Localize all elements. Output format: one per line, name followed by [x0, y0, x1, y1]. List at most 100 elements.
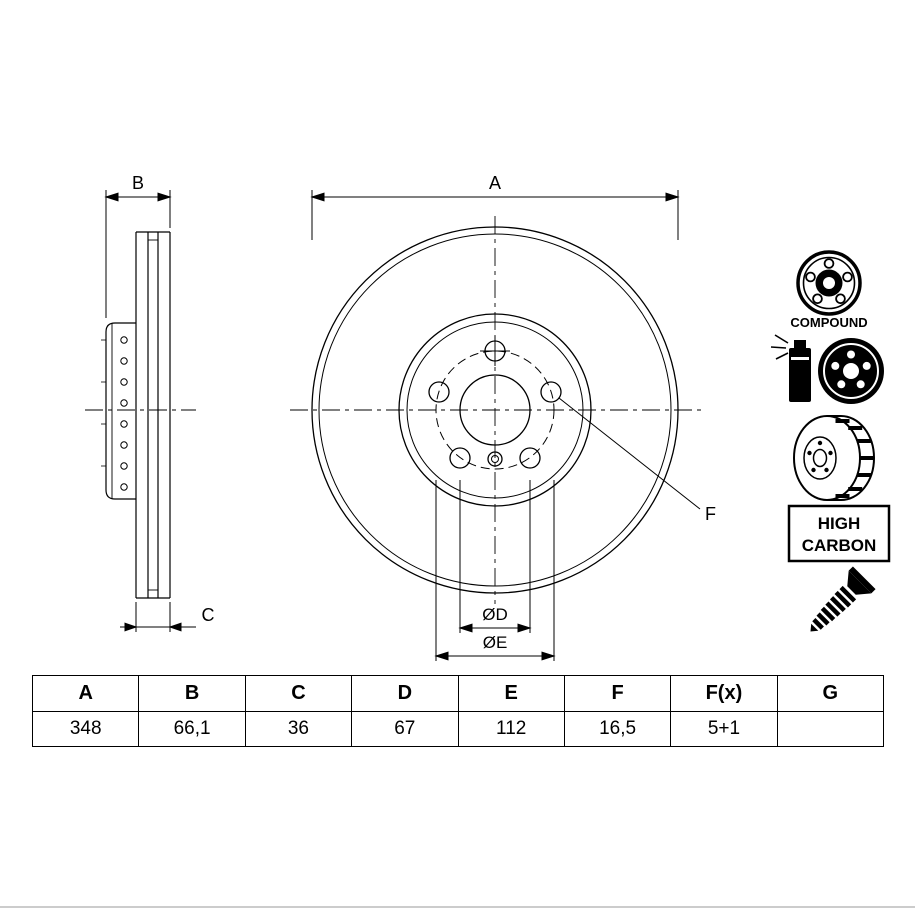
dim-f-leader-line [558, 397, 701, 510]
disc-outer-circle [311, 226, 679, 594]
center-bore-circle [459, 374, 531, 446]
screw-thread [829, 596, 846, 613]
screw-head-cone [847, 570, 872, 595]
dimension-d: ØD [458, 480, 532, 633]
hat-outer-circle [398, 313, 592, 507]
coated-disc-ring [823, 343, 879, 399]
screw-tip [810, 623, 819, 632]
dim-d-arrow-left [458, 623, 473, 633]
countersunk-screw-icon [810, 566, 876, 632]
dim-c-label: C [202, 605, 215, 625]
screw-thread [839, 585, 857, 603]
dim-f-label: F [705, 504, 716, 524]
dim-a-arrow-right [665, 192, 680, 202]
spray-can-nozzle [794, 340, 806, 349]
coated-disc-hole [831, 361, 840, 370]
hat-bolt-hole [120, 357, 128, 365]
bolt-hole-lower-right [519, 447, 541, 469]
bolt-hole-upper-right [540, 381, 562, 403]
header-d: D [351, 675, 459, 712]
coated-disc-hole [862, 361, 871, 370]
value-c: 36 [244, 711, 353, 747]
hat-bolt-hole [120, 483, 128, 491]
value-fx: 5+1 [670, 711, 778, 747]
header-c: C [244, 675, 353, 712]
screw-thread [825, 601, 841, 617]
screw-thread [820, 606, 836, 622]
dimension-e: ØE [434, 480, 556, 661]
hat-bolt-hole [120, 378, 128, 386]
compound-bolt-hole [805, 271, 816, 283]
compound-inner-ring [802, 256, 856, 310]
dim-d-arrow-right [517, 623, 532, 633]
compound-bolt-hole [842, 271, 853, 283]
header-b: B [138, 675, 246, 712]
screw-thread [812, 618, 824, 630]
hat-bolt-hole [120, 399, 128, 407]
dim-a-label: A [489, 173, 501, 193]
spray-can-band [791, 357, 809, 360]
value-f: 16,5 [563, 711, 672, 747]
dimension-table-header-row: A B C D E F F(x) G [31, 675, 885, 712]
compound-hub-bore [823, 277, 835, 289]
header-fx: F(x) [670, 675, 778, 712]
value-g [776, 711, 885, 747]
bolt-circle-dashed [435, 350, 555, 470]
hat-bolt-hole [120, 462, 128, 470]
hat-inner-circle [406, 321, 584, 499]
dimension-b: B [104, 173, 172, 318]
centerlines [85, 216, 702, 604]
vented-disc-bore [812, 448, 828, 468]
coating-spray-icon [770, 334, 884, 404]
coated-disc-hole [856, 380, 865, 389]
spray-lines [770, 334, 789, 360]
dimension-c: C [120, 602, 215, 632]
locating-hole-inner [491, 455, 499, 463]
front-view [311, 226, 679, 594]
header-a: A [31, 675, 140, 712]
compound-outer-ring [796, 250, 862, 316]
vented-disc-icon [793, 415, 875, 501]
compound-bolt-hole [812, 293, 823, 305]
dim-d-label: ØD [482, 605, 508, 624]
high-carbon-text-1: HIGH [818, 514, 861, 533]
vented-disc-bolt-dots [807, 440, 833, 473]
spray-can-body [789, 348, 811, 402]
hat-bolt-hole [120, 336, 128, 344]
page-bottom-divider [0, 906, 915, 908]
screw-thread [834, 590, 852, 608]
dimension-a: A [310, 173, 680, 240]
compound-label: COMPOUND [790, 315, 867, 330]
dim-c-arrow-right [168, 622, 182, 632]
side-view [101, 231, 171, 599]
bolt-hole-lower-left [449, 447, 471, 469]
compound-bolt-hole [835, 293, 846, 305]
dim-b-arrow-right [157, 192, 172, 202]
dim-e-arrow-left [434, 651, 449, 661]
hat-profile [105, 322, 136, 500]
screw-head-top [848, 566, 876, 594]
high-carbon-frame [787, 504, 891, 563]
bolt-hole-upper-left [428, 381, 450, 403]
dimension-table-value-row: 348 66,1 36 67 112 16,5 5+1 [31, 711, 885, 747]
dimension-f: F [558, 397, 716, 524]
high-carbon-badge: HIGH CARBON [787, 504, 891, 563]
dim-b-label: B [132, 173, 144, 193]
coated-disc-hole [847, 350, 855, 359]
locating-hole-outer [487, 451, 503, 467]
hat-bolt-holes [101, 336, 128, 491]
vent-slots [835, 419, 874, 498]
dimension-table: A B C D E F F(x) G 348 66,1 36 67 112 16… [31, 675, 885, 747]
dim-c-arrow-left [124, 622, 138, 632]
coated-disc-bore [843, 363, 859, 379]
compound-bolt-hole [823, 258, 835, 269]
value-e: 112 [457, 711, 565, 747]
header-f: F [563, 675, 672, 712]
hat-bolt-hole [120, 420, 128, 428]
high-carbon-text-2: CARBON [802, 536, 877, 555]
value-b: 66,1 [138, 711, 246, 747]
header-g: G [776, 675, 885, 712]
hat-bolt-hole [120, 441, 128, 449]
